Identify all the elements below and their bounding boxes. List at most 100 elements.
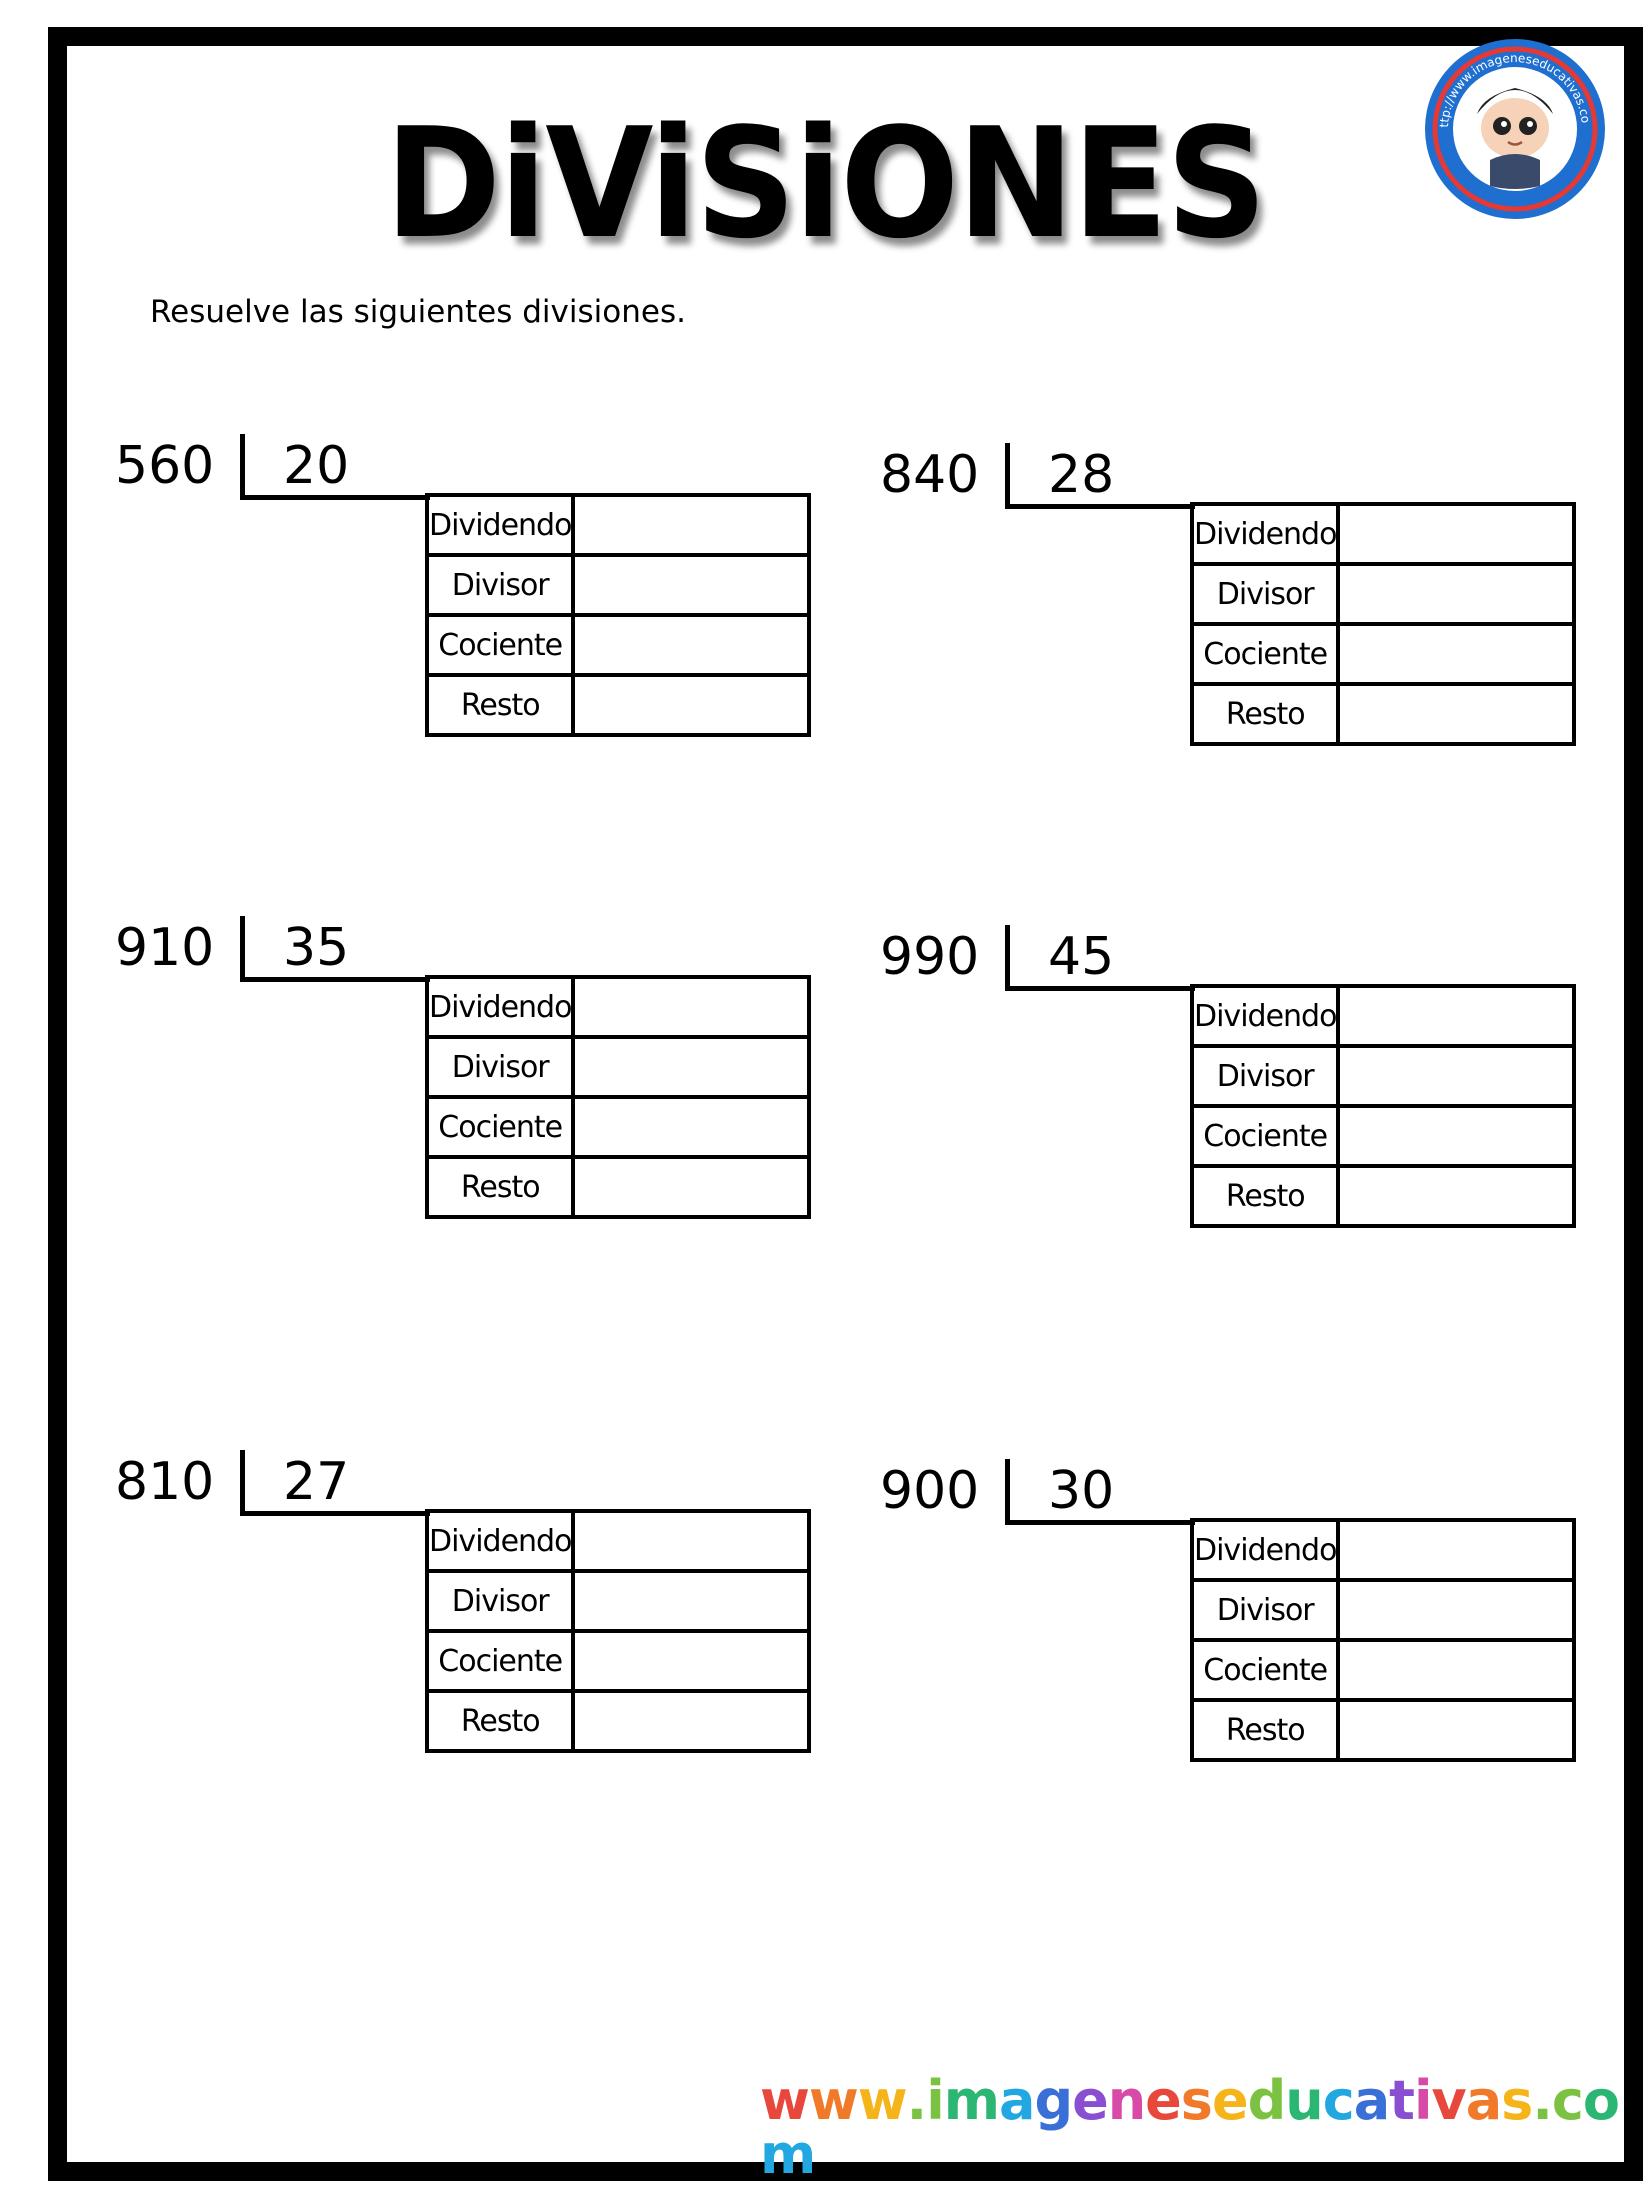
answer-row-resto: Resto [424,673,812,737]
dividend-number: 910 [115,918,215,978]
footer-letter: e [1211,2069,1249,2132]
answer-cell-dividendo[interactable] [1336,1518,1577,1582]
row-label-cociente: Cociente [424,1629,576,1693]
dividend-number: 990 [880,927,980,987]
answer-cell-resto[interactable] [571,1689,812,1753]
answer-row-divisor: Divisor [1189,1044,1577,1108]
answer-cell-divisor[interactable] [1336,1578,1577,1642]
footer-letter: a [1353,2069,1390,2132]
answer-cell-resto[interactable] [571,673,812,737]
division-bracket-vertical [240,916,245,980]
answer-cell-divisor[interactable] [571,1035,812,1099]
answer-row-cociente: Cociente [424,613,812,677]
answer-cell-cociente[interactable] [571,613,812,677]
row-label-divisor: Divisor [424,1035,576,1099]
answer-cell-divisor[interactable] [1336,562,1577,626]
answer-row-divisor: Divisor [424,1569,812,1633]
division-bracket-vertical [1005,443,1010,507]
answer-row-resto: Resto [424,1155,812,1219]
footer-url[interactable]: www.imageneseducativas.com [760,2074,1650,2182]
footer-letter: i [926,2069,944,2132]
eye-highlight-right [1527,121,1533,127]
answer-cell-dividendo[interactable] [571,975,812,1039]
footer-letter: e [1072,2069,1109,2132]
answer-row-dividendo: Dividendo [424,1509,812,1573]
answer-row-cociente: Cociente [1189,1104,1577,1168]
footer-letter: d [1247,2069,1287,2132]
footer-letter: v [1431,2069,1467,2132]
page-border [48,27,1643,2181]
answer-cell-cociente[interactable] [1336,1104,1577,1168]
division-bracket-horizontal [240,977,430,982]
footer-letter: i [1413,2069,1432,2132]
row-label-dividendo: Dividendo [1189,502,1341,566]
footer-letter: n [1107,2069,1146,2132]
answer-row-dividendo: Dividendo [1189,984,1577,1048]
dividend-number: 560 [115,436,215,496]
answer-cell-dividendo[interactable] [571,493,812,557]
footer-letter: t [1389,2069,1415,2132]
instruction-text: Resuelve las siguientes divisiones. [150,294,686,330]
divisor-number: 45 [1048,927,1115,987]
answer-cell-resto[interactable] [1336,1164,1577,1228]
answer-row-dividendo: Dividendo [1189,1518,1577,1582]
answer-cell-resto[interactable] [571,1155,812,1219]
answer-row-divisor: Divisor [1189,562,1577,626]
footer-letter: . [906,2069,927,2132]
eye-highlight-left [1501,121,1507,127]
footer-letter: w [808,2069,859,2132]
row-label-cociente: Cociente [424,1095,576,1159]
row-label-resto: Resto [1189,1698,1341,1762]
row-label-dividendo: Dividendo [424,975,576,1039]
answer-cell-cociente[interactable] [571,1095,812,1159]
answer-cell-cociente[interactable] [571,1629,812,1693]
answer-cell-dividendo[interactable] [571,1509,812,1573]
division-bracket-horizontal [1005,986,1195,991]
answer-cell-cociente[interactable] [1336,622,1577,686]
answer-cell-cociente[interactable] [1336,1638,1577,1702]
answer-row-resto: Resto [1189,1698,1577,1762]
row-label-cociente: Cociente [1189,1638,1341,1702]
division-bracket-vertical [1005,925,1010,989]
answer-cell-divisor[interactable] [571,553,812,617]
row-label-dividendo: Dividendo [1189,1518,1341,1582]
answer-row-resto: Resto [424,1689,812,1753]
answer-row-resto: Resto [1189,1164,1577,1228]
answer-row-cociente: Cociente [424,1629,812,1693]
footer-letter: m [760,2123,816,2186]
division-bracket-vertical [1005,1459,1010,1523]
footer-letter: s [1501,2069,1533,2132]
footer-letter: s [1180,2069,1213,2132]
division-bracket-horizontal [1005,504,1195,509]
answer-cell-divisor[interactable] [571,1569,812,1633]
dividend-number: 810 [115,1452,215,1512]
footer-letter: w [760,2069,810,2132]
divisor-number: 35 [283,918,350,978]
answer-row-dividendo: Dividendo [424,493,812,557]
badge-red-ring [1432,46,1598,212]
answer-cell-dividendo[interactable] [1336,502,1577,566]
answer-cell-divisor[interactable] [1336,1044,1577,1108]
answer-cell-dividendo[interactable] [1336,984,1577,1048]
division-bracket-horizontal [240,1511,430,1516]
dividend-number: 900 [880,1461,980,1521]
row-label-divisor: Divisor [424,553,576,617]
answer-cell-resto[interactable] [1336,682,1577,746]
division-bracket-vertical [240,1450,245,1514]
answer-cell-resto[interactable] [1336,1698,1577,1762]
row-label-resto: Resto [424,673,576,737]
row-label-cociente: Cociente [1189,1104,1341,1168]
division-bracket-horizontal [240,495,430,500]
page-title: DiViSiONES [384,95,1267,272]
answer-row-dividendo: Dividendo [424,975,812,1039]
answer-row-divisor: Divisor [1189,1578,1577,1642]
